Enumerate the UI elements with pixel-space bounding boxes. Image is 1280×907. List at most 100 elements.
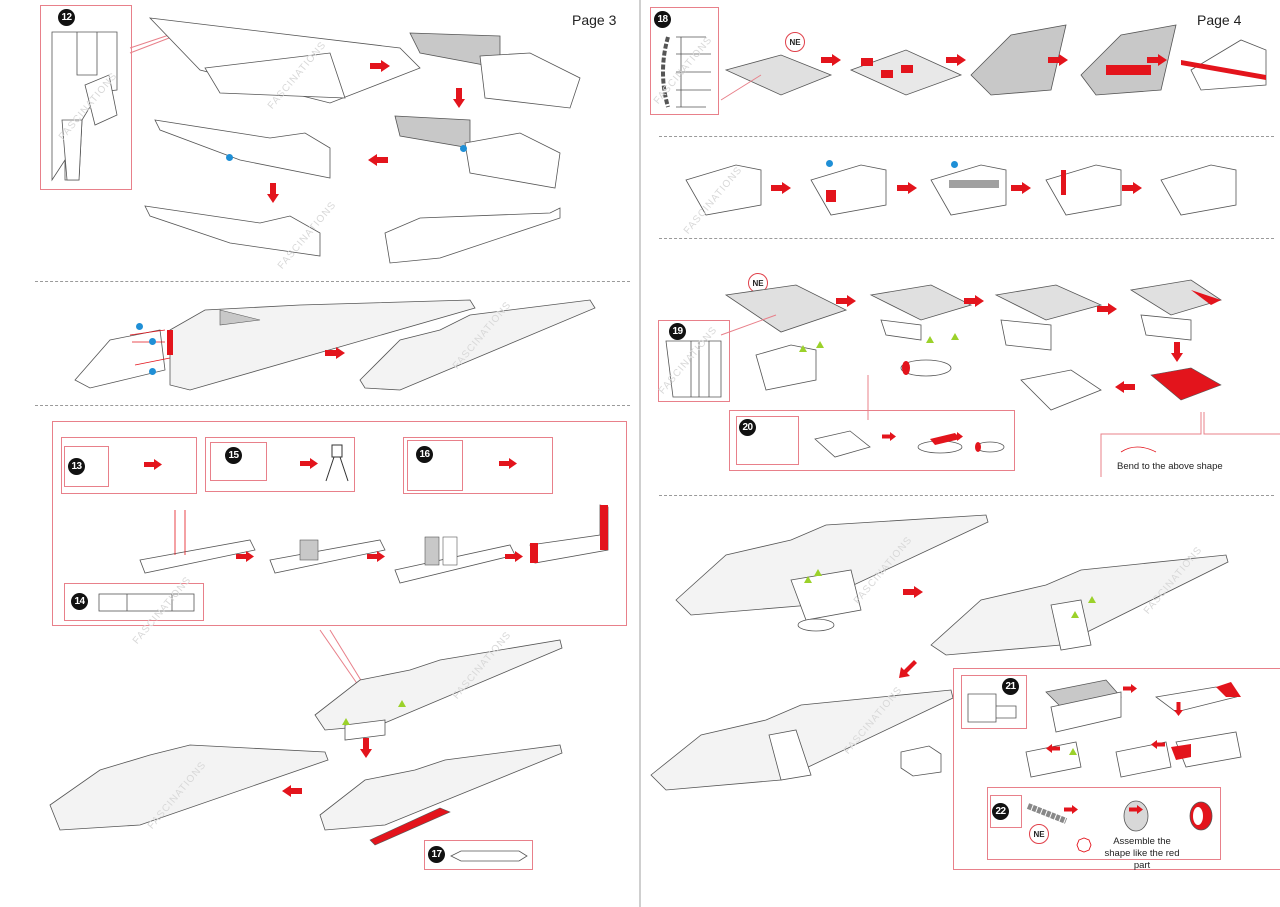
green-marker	[1088, 596, 1096, 603]
blue-marker	[226, 154, 233, 161]
step-12-badge: 12	[58, 9, 75, 26]
green-marker	[926, 336, 934, 343]
step-20-box: 20	[729, 410, 1015, 471]
assemble-note-line1: Assemble the	[1113, 836, 1171, 847]
arrow-down-icon	[267, 183, 279, 203]
arrow-right-icon	[949, 432, 963, 441]
arrow-right-icon	[300, 458, 318, 469]
bend-note-frame	[1100, 412, 1280, 477]
arrow-right-icon	[236, 551, 254, 562]
step-12-part-box: 12 FASCINATIONS	[40, 5, 132, 190]
part-sheet-21-icon	[967, 693, 1017, 723]
arrow-right-icon	[505, 551, 523, 562]
arrow-right-icon	[144, 459, 162, 470]
step-13-part-box: 13	[64, 446, 109, 487]
green-marker	[342, 718, 350, 725]
step-15-box: 15	[205, 437, 355, 492]
arrow-right-icon	[771, 182, 791, 194]
step-18-badge: 18	[654, 11, 671, 28]
blue-marker	[149, 338, 156, 345]
step-16-badge: 16	[416, 446, 433, 463]
cockpit-interior-callout	[52, 421, 627, 626]
green-marker	[804, 576, 812, 583]
bend-note: Bend to the above shape	[1117, 461, 1223, 472]
section-divider	[659, 136, 1274, 137]
part-sheet-12-icon	[51, 31, 118, 182]
ne-callout: NE	[1029, 824, 1049, 844]
part-sheet-19-icon	[665, 340, 722, 398]
arrow-right-icon	[946, 54, 966, 66]
green-marker	[799, 345, 807, 352]
step-13-box: 13	[61, 437, 197, 494]
green-marker	[1069, 748, 1077, 755]
arrow-down-left-icon	[899, 660, 917, 678]
arrow-right-icon	[499, 458, 517, 469]
arrow-right-icon	[1011, 182, 1031, 194]
arrow-left-icon	[1151, 740, 1165, 749]
step-22-badge: 22	[992, 803, 1009, 820]
step-15-badge: 15	[225, 447, 242, 464]
section-divider	[659, 238, 1274, 239]
floor-assembly-illustration	[139, 504, 609, 584]
fuselage-final-illustration	[49, 629, 563, 846]
pliers-icon	[325, 444, 349, 482]
blue-marker	[136, 323, 143, 330]
green-marker	[951, 333, 959, 340]
arrow-right-icon	[836, 295, 856, 307]
step-20-part-box: 20	[736, 416, 799, 465]
page-number: Page 4	[1197, 12, 1242, 28]
part-strip-14-icon	[98, 593, 195, 612]
page-4: Page 4 18 NE FASCINATIONS	[641, 0, 1280, 907]
arrow-down-icon	[360, 738, 372, 758]
arrow-left-icon	[1115, 381, 1135, 393]
assemble-note: Assemble the shape like the red part	[1097, 836, 1187, 872]
page-number: Page 3	[572, 12, 617, 28]
arrow-right-icon	[1064, 805, 1078, 814]
step-14-box: 14	[64, 583, 204, 621]
ne-callout: NE	[785, 32, 805, 52]
section-divider	[35, 281, 630, 282]
arrow-left-icon	[368, 154, 388, 166]
engine-folding-illustration	[1025, 679, 1242, 778]
arrow-right-icon	[882, 432, 896, 441]
engine-box-illustration	[900, 745, 942, 777]
part-sheet-18-icon	[661, 36, 711, 108]
arrow-right-icon	[897, 182, 917, 194]
arrow-right-icon	[1147, 54, 1167, 66]
step-14-badge: 14	[71, 593, 88, 610]
blue-marker	[460, 145, 467, 152]
page-spine	[639, 0, 641, 907]
section-divider	[659, 495, 1274, 496]
step-12-tail-assembly-illustration	[129, 17, 581, 264]
step-20-badge: 20	[739, 419, 756, 436]
step-19-badge: 19	[669, 323, 686, 340]
blue-marker	[149, 368, 156, 375]
green-marker	[398, 700, 406, 707]
green-marker	[816, 341, 824, 348]
arrow-left-icon	[282, 785, 302, 797]
arrow-right-icon	[1129, 805, 1143, 814]
step-19-part-box: 19	[658, 320, 730, 402]
blue-marker	[826, 160, 833, 167]
step-20-sequence-illustration	[814, 430, 1005, 458]
arrow-right-icon	[1048, 54, 1068, 66]
blue-marker	[951, 161, 958, 168]
page-3: Page 3 12 FASCINATIONS FASCINATIONS FASC…	[35, 5, 630, 870]
wing-assembly-illustration	[720, 279, 1222, 420]
step-18-part-box: 18	[650, 7, 719, 115]
part-17-icon	[450, 850, 528, 862]
step-22-sequence-illustration	[1026, 800, 1213, 832]
arrow-right-icon	[1122, 182, 1142, 194]
step-21-badge: 21	[1002, 678, 1019, 695]
section-divider	[35, 405, 630, 406]
step-15-part-box: 15	[210, 442, 267, 481]
arrow-down-icon	[1171, 342, 1183, 362]
arrow-right-icon	[370, 60, 390, 72]
step-17-badge: 17	[428, 846, 445, 863]
arrow-right-icon	[1123, 684, 1137, 693]
step-18-folding-sequence-illustration	[720, 24, 1267, 101]
step-17-box: 17	[424, 840, 533, 870]
assemble-note-line2: shape like the red part	[1104, 848, 1180, 871]
octagon-note-icon	[1076, 837, 1092, 853]
step-13-badge: 13	[68, 458, 85, 475]
